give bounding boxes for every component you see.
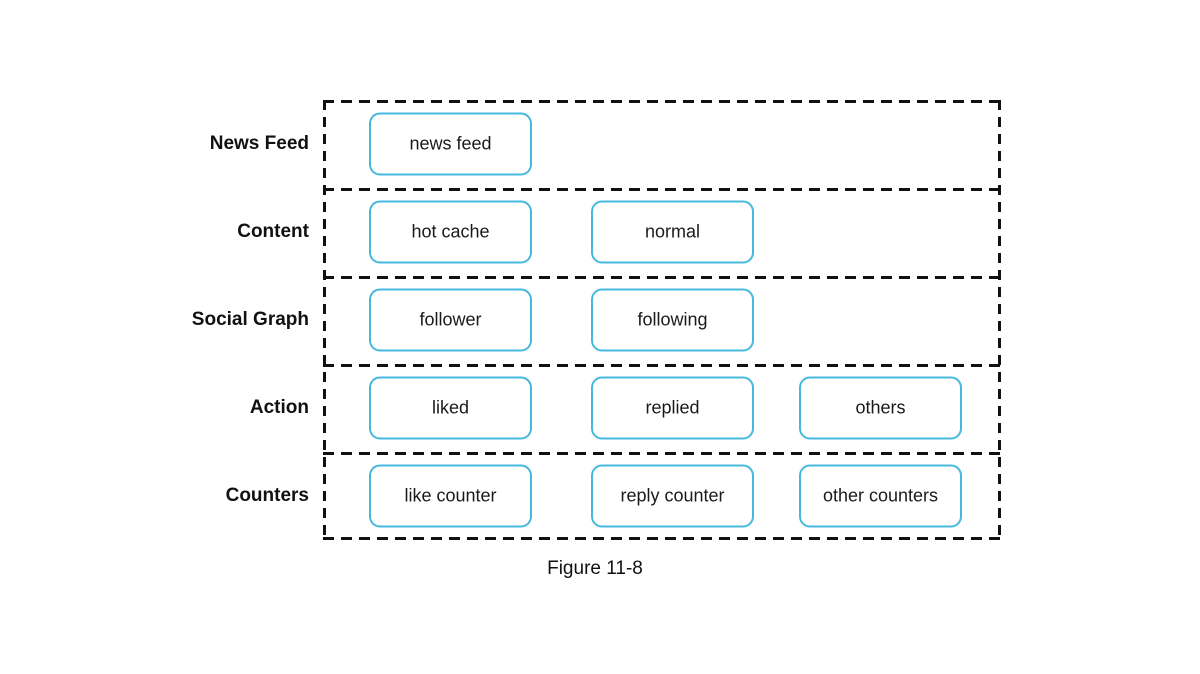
node-normal: normal [591, 200, 754, 264]
row-action: liked replied others [323, 364, 1001, 452]
row-counters: like counter reply counter other counter… [323, 452, 1001, 540]
dashed-border-left [323, 100, 326, 540]
dashed-separator-2 [323, 276, 1001, 279]
dashed-separator-4 [323, 452, 1001, 455]
row-label-social-graph: Social Graph [191, 309, 309, 330]
node-like-counter: like counter [369, 464, 532, 528]
dashed-border-right [998, 100, 1001, 540]
dashed-border-bottom [323, 537, 1001, 540]
row-social-graph: follower following [323, 276, 1001, 364]
node-reply-counter: reply counter [591, 464, 754, 528]
row-label-action: Action [249, 397, 309, 418]
node-hot-cache: hot cache [369, 200, 532, 264]
figure-caption: Figure 11-8 [547, 558, 643, 579]
row-label-column: News Feed Content Social Graph Action Co… [0, 100, 314, 540]
dashed-border-top [323, 100, 1001, 103]
node-news-feed: news feed [369, 112, 532, 176]
node-liked: liked [369, 376, 532, 440]
row-label-news-feed: News Feed [209, 133, 309, 154]
dashed-separator-1 [323, 188, 1001, 191]
row-label-counters: Counters [225, 485, 309, 506]
node-following: following [591, 288, 754, 352]
dashed-container: news feed hot cache normal follower foll… [323, 100, 1001, 540]
node-follower: follower [369, 288, 532, 352]
row-label-content: Content [237, 221, 309, 242]
node-others: others [799, 376, 962, 440]
node-replied: replied [591, 376, 754, 440]
row-news-feed: news feed [323, 100, 1001, 188]
row-content: hot cache normal [323, 188, 1001, 276]
dashed-separator-3 [323, 364, 1001, 367]
node-other-counters: other counters [799, 464, 962, 528]
